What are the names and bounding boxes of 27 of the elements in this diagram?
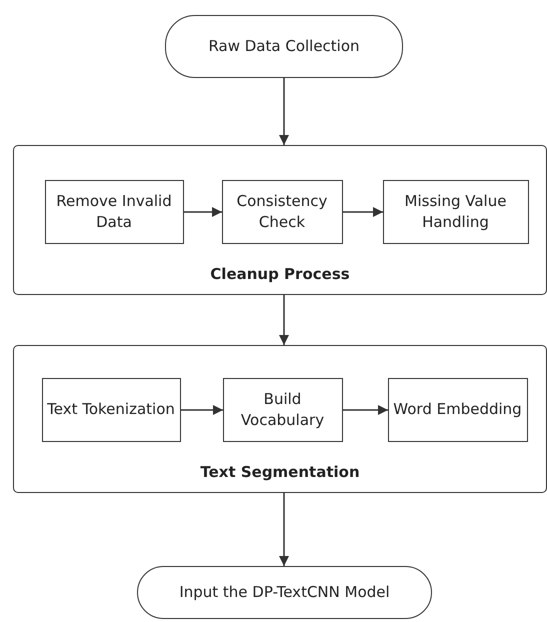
terminal-pill [165, 15, 403, 78]
process-box [222, 180, 342, 244]
arrow [279, 78, 289, 145]
process-box [222, 378, 342, 442]
process-box [42, 378, 180, 442]
arrow [343, 207, 383, 217]
arrow [343, 405, 388, 415]
node-label: Raw Data Collection [208, 36, 360, 57]
terminal-pill [137, 566, 432, 619]
arrow [279, 295, 289, 345]
group-title: Cleanup Process [210, 264, 350, 284]
process-box [382, 180, 528, 244]
node-label: Missing Value Handling [404, 191, 508, 232]
node-label: Remove Invalid Data [55, 191, 173, 232]
node-label: Input the DP-TextCNN Model [179, 582, 390, 603]
arrow [181, 405, 223, 415]
process-box [44, 180, 184, 244]
node-label: Text Tokenization [47, 399, 175, 420]
node-label: Consistency Check [236, 191, 328, 232]
arrow [279, 493, 289, 566]
arrow [184, 207, 222, 217]
group-title: Text Segmentation [200, 462, 360, 482]
group-panel [13, 145, 547, 295]
node-label: Build Vocabulary [240, 389, 326, 430]
process-box [388, 378, 528, 442]
group-panel [13, 345, 547, 493]
node-label: Word Embedding [393, 399, 522, 420]
